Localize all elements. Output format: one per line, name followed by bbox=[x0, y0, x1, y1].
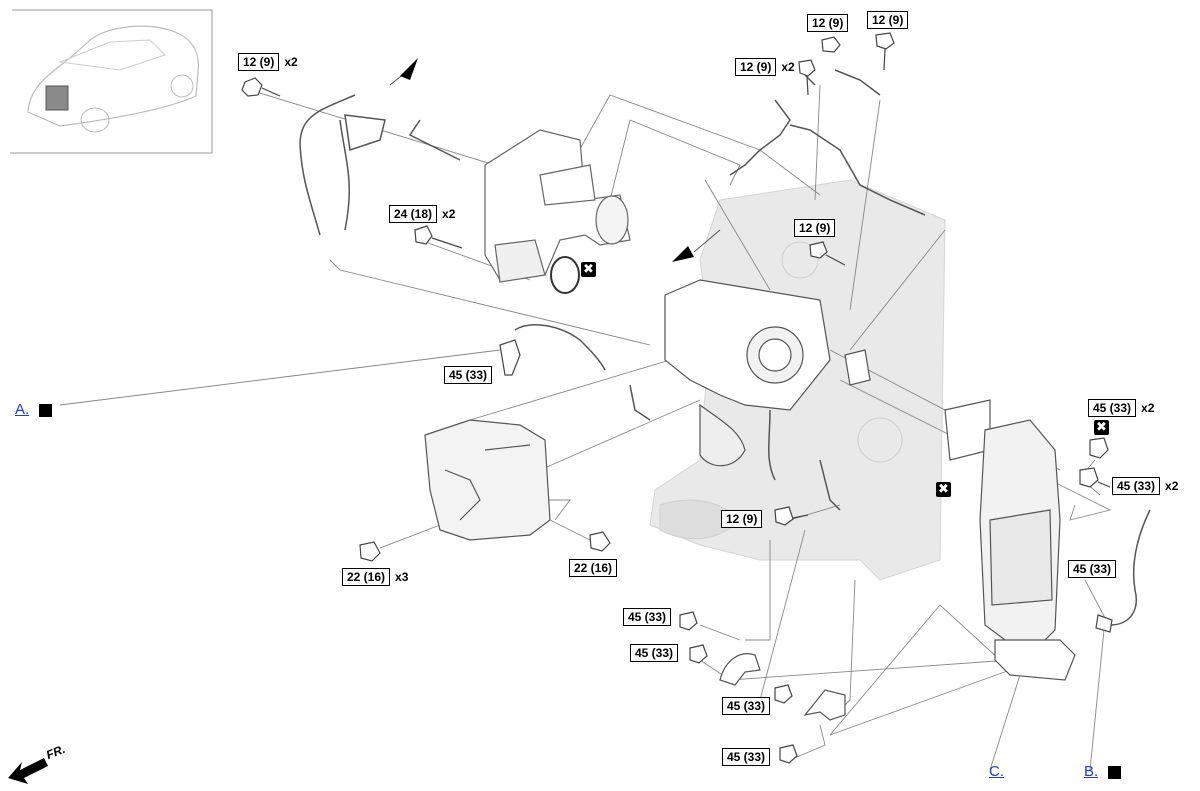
bolt-c3 bbox=[875, 32, 895, 71]
brackets bbox=[719, 349, 871, 721]
quantity: x2 bbox=[781, 60, 795, 74]
link-a[interactable]: A. bbox=[15, 401, 30, 418]
quantity: x2 bbox=[1165, 479, 1179, 493]
nut-c8 bbox=[1089, 437, 1109, 459]
torque-value: 45 (33) bbox=[722, 697, 771, 715]
torque-value: 12 (9) bbox=[721, 510, 763, 528]
torque-value: 45 (33) bbox=[630, 644, 679, 662]
front-arrow-icon bbox=[8, 758, 48, 784]
torque-callout-c1: 12 (9) x2 bbox=[238, 53, 298, 71]
bolt-c13 bbox=[679, 611, 698, 631]
torque-callout-c13: 45 (33) bbox=[623, 608, 676, 626]
bolt-c14 bbox=[689, 644, 708, 664]
sensor-c17 bbox=[1095, 614, 1113, 633]
torque-callout-c2: 12 (9) bbox=[807, 14, 853, 32]
bolt-c5 bbox=[414, 225, 463, 249]
nut-c11 bbox=[359, 541, 381, 562]
torque-callout-c15: 45 (33) bbox=[722, 697, 775, 715]
fasteners bbox=[241, 32, 1113, 764]
nut-c12 bbox=[589, 531, 611, 552]
direction-arrows bbox=[389, 58, 721, 262]
replace-part-icon: ✖ bbox=[581, 262, 596, 277]
note-square-icon bbox=[1108, 766, 1121, 779]
torque-callout-c7: 45 (33) bbox=[444, 366, 497, 384]
torque-value: 22 (16) bbox=[342, 568, 391, 586]
torque-value: 22 (16) bbox=[569, 559, 618, 577]
heat-shield bbox=[424, 419, 551, 541]
link-b[interactable]: B. bbox=[1084, 763, 1099, 780]
torque-value: 12 (9) bbox=[867, 11, 909, 29]
torque-callout-c17: 45 (33) bbox=[1068, 560, 1121, 578]
torque-value: 45 (33) bbox=[623, 608, 672, 626]
torque-value: 45 (33) bbox=[1112, 477, 1161, 495]
bolt-c1 bbox=[241, 77, 281, 97]
torque-callout-c9: 45 (33) x2 bbox=[1112, 477, 1178, 495]
nut-c2 bbox=[821, 36, 841, 53]
bolt-c4 bbox=[798, 59, 816, 96]
torque-value: 12 (9) bbox=[735, 58, 777, 76]
replace-part-icon: ✖ bbox=[1094, 420, 1109, 435]
bolt-c15 bbox=[774, 684, 793, 704]
torque-value: 45 (33) bbox=[1088, 399, 1137, 417]
torque-value: 12 (9) bbox=[807, 14, 849, 32]
torque-value: 24 (18) bbox=[389, 205, 438, 223]
torque-value: 12 (9) bbox=[238, 53, 280, 71]
torque-value: 12 (9) bbox=[794, 219, 836, 237]
quantity: x2 bbox=[442, 207, 456, 221]
torque-callout-c10: 12 (9) bbox=[721, 510, 767, 528]
torque-value: 45 (33) bbox=[722, 748, 771, 766]
quantity: x2 bbox=[284, 55, 298, 69]
torque-callout-c6: 12 (9) bbox=[794, 219, 840, 237]
quantity: x2 bbox=[1141, 401, 1155, 415]
torque-value: 45 (33) bbox=[1068, 560, 1117, 578]
o-ring bbox=[550, 256, 580, 294]
catalytic-converter bbox=[944, 399, 1076, 681]
torque-callout-c4: 12 (9) x2 bbox=[735, 58, 795, 76]
bolt-c16 bbox=[779, 744, 798, 764]
replace-part-icon: ✖ bbox=[936, 482, 951, 497]
leader-lines bbox=[59, 84, 1112, 771]
torque-value: 45 (33) bbox=[444, 366, 493, 384]
torque-callout-c14: 45 (33) bbox=[630, 644, 683, 662]
torque-callout-c3: 12 (9) bbox=[867, 11, 913, 29]
torque-callout-c5: 24 (18) x2 bbox=[389, 205, 455, 223]
bolt-c6 bbox=[809, 241, 846, 266]
vehicle-locator-inset bbox=[10, 9, 213, 154]
torque-callout-c8: 45 (33) x2 bbox=[1088, 399, 1154, 417]
torque-callout-c16: 45 (33) bbox=[722, 748, 775, 766]
quantity: x3 bbox=[395, 570, 409, 584]
link-c[interactable]: C. bbox=[989, 763, 1004, 780]
sensor-c7 bbox=[499, 339, 521, 376]
torque-callout-c11: 22 (16) x3 bbox=[342, 568, 408, 586]
torque-callout-c12: 22 (16) bbox=[569, 559, 622, 577]
bolt-c9 bbox=[1079, 467, 1111, 488]
bolt-c10 bbox=[774, 506, 809, 526]
turbocharger bbox=[664, 279, 831, 467]
air-intake-duct bbox=[484, 129, 631, 283]
note-square-icon bbox=[39, 404, 52, 417]
harness-and-hoses bbox=[299, 69, 1151, 626]
